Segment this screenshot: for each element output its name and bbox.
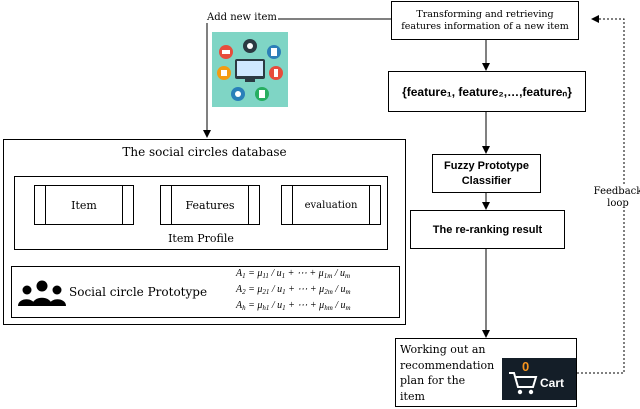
feature-vector-box: {feature₁, feature₂,…,featureₙ} <box>388 71 586 112</box>
recommendation-plan-box: Working out an recommendation plan for t… <box>395 338 577 407</box>
fuzzy-prototype-classifier-box: Fuzzy Prototype Classifier <box>432 154 541 193</box>
feedback-loop-label: Feedback loop <box>592 186 640 210</box>
item-profile-label: Item Profile <box>168 232 234 245</box>
formula-row-1: A1 = μ11 / u1 + ⋯ + μ1m / um <box>236 268 351 280</box>
people-group-icon <box>18 280 66 306</box>
social-circles-database: The social circles database Item Feature… <box>3 139 406 325</box>
feedback-line1: Feedback <box>593 186 640 197</box>
reranking-result-box: The re-ranking result <box>410 210 565 249</box>
item-cell-label: Item <box>71 198 97 212</box>
formula-list: A1 = μ11 / u1 + ⋯ + μ1m / um A2 = μ21 / … <box>236 269 396 317</box>
transform-features-box: Transforming and retrieving features inf… <box>391 1 579 40</box>
formula-row-2: A2 = μ21 / u1 + ⋯ + μ2m / um <box>236 284 351 296</box>
recommendation-line-4: item <box>400 389 425 403</box>
formula-row-3: Ah = μh1 / u1 + ⋯ + μhm / um <box>236 300 351 312</box>
recommendation-line-3: plan for the <box>400 374 466 387</box>
item-cell: Item <box>34 185 134 225</box>
features-cell: Features <box>160 185 260 225</box>
cart-badge: 0 Cart <box>502 358 576 400</box>
database-title: The social circles database <box>122 145 287 159</box>
evaluation-cell: evaluation <box>281 185 381 225</box>
feedback-line2: loop <box>607 198 629 209</box>
evaluation-cell-label: evaluation <box>304 199 358 211</box>
devices-icon-image <box>212 32 288 107</box>
transform-features-text: Transforming and retrieving features inf… <box>401 8 569 32</box>
recommendation-line-1: Working out an <box>400 343 486 356</box>
reranking-text: The re-ranking result <box>432 223 543 236</box>
prototype-label: Social circle Prototype <box>69 285 208 299</box>
cart-label: Cart <box>540 376 565 390</box>
add-new-item-label: Add new item <box>206 12 278 23</box>
recommendation-text: Working out an recommendation plan for t… <box>400 342 494 404</box>
feature-vector-text: {feature₁, feature₂,…,featureₙ} <box>402 84 572 99</box>
social-circle-prototype-box: Social circle Prototype A1 = μ11 / u1 + … <box>11 266 400 318</box>
devices-icon <box>217 39 283 101</box>
cart-icon <box>509 372 538 395</box>
cart-count: 0 <box>522 359 530 374</box>
features-cell-label: Features <box>185 198 235 212</box>
item-profile-box: Item Features evaluation Item Profile <box>14 176 388 250</box>
recommendation-line-2: recommendation <box>400 358 495 372</box>
classifier-text: Fuzzy Prototype Classifier <box>444 159 529 187</box>
